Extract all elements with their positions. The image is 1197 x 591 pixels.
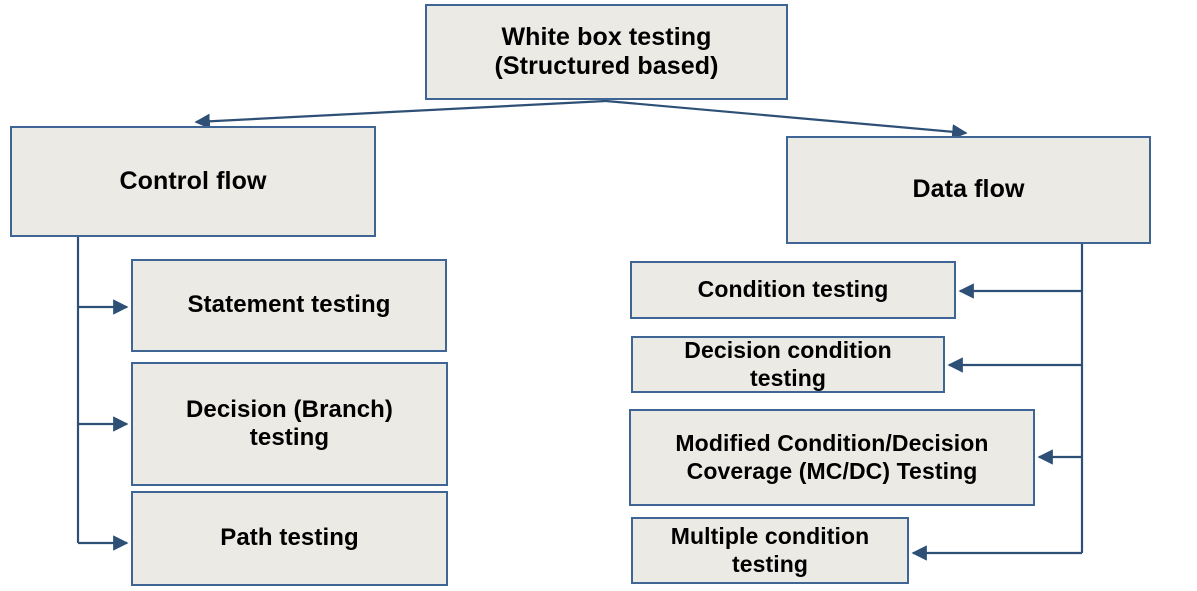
- node-label: Path testing: [220, 524, 359, 552]
- node-decision-condition-testing[interactable]: Decision condition testing: [631, 336, 945, 393]
- node-white-box-testing[interactable]: White box testing (Structured based): [425, 4, 788, 100]
- node-mcdc-testing[interactable]: Modified Condition/Decision Coverage (MC…: [629, 409, 1035, 506]
- node-label: Condition testing: [697, 276, 889, 303]
- node-label: Multiple condition testing: [670, 523, 870, 577]
- node-label: Data flow: [912, 175, 1025, 204]
- node-condition-testing[interactable]: Condition testing: [630, 261, 956, 319]
- edge-root-to-control-flow: [194, 99, 607, 129]
- node-multiple-condition-testing[interactable]: Multiple condition testing: [631, 517, 909, 584]
- node-label: Statement testing: [187, 291, 391, 319]
- node-decision-branch-testing[interactable]: Decision (Branch) testing: [131, 362, 448, 486]
- node-label: Modified Condition/Decision Coverage (MC…: [675, 430, 989, 484]
- node-statement-testing[interactable]: Statement testing: [131, 259, 447, 352]
- edge-root-to-data-flow: [605, 99, 968, 140]
- node-control-flow[interactable]: Control flow: [10, 126, 376, 237]
- node-label: Decision condition testing: [684, 337, 892, 391]
- node-label: Decision (Branch) testing: [185, 395, 394, 451]
- node-label: Control flow: [119, 166, 267, 195]
- node-label: White box testing (Structured based): [494, 22, 719, 81]
- node-path-testing[interactable]: Path testing: [131, 491, 448, 586]
- node-data-flow[interactable]: Data flow: [786, 136, 1151, 244]
